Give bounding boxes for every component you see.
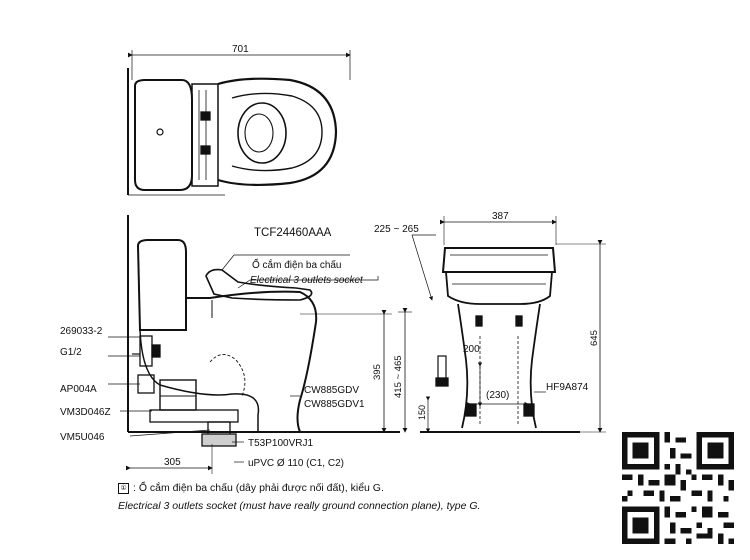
dim-front-width: 387 xyxy=(492,211,509,222)
pipe-label: uPVC Ø 110 (C1, C2) xyxy=(248,458,344,469)
bowl-model-1: CW885GDV xyxy=(304,385,359,396)
bowl-model-2: CW885GDV1 xyxy=(304,399,365,410)
flange-label: T53P100VRJ1 xyxy=(248,438,313,449)
seat-model-label: TCF24460AAA xyxy=(254,227,332,239)
part-g12: G1/2 xyxy=(60,347,82,358)
part-ap004a: AP004A xyxy=(60,384,97,395)
socket-symbol-icon: ① xyxy=(118,482,129,494)
socket-label-vn: Ổ cắm điện ba chấu xyxy=(252,258,342,271)
note-vn: ① : Ổ cắm điện ba chấu (dây phải được nối… xyxy=(118,482,384,494)
part-269033-2: 269033-2 xyxy=(60,326,103,337)
dim-front-height: 645 xyxy=(589,330,600,346)
qr-code-icon xyxy=(622,432,734,544)
note-line-2: Electrical 3 outlets socket (must have r… xyxy=(118,500,481,512)
socket-label-en: Electrical 3 outlets socket xyxy=(250,275,364,286)
dim-base: (230) xyxy=(486,390,509,401)
part-vm3d046z: VM3D046Z xyxy=(60,407,111,418)
dim-inner: 200 xyxy=(463,344,480,355)
top-dim-width: 701 xyxy=(232,44,249,55)
front-view xyxy=(411,216,606,433)
dim-floor: 150 xyxy=(417,405,427,420)
dim-offset: 225 ~ 265 xyxy=(374,224,419,235)
side-view xyxy=(108,215,412,474)
part-vm5u046: VM5U046 xyxy=(60,432,105,443)
dim-rough-in: 305 xyxy=(164,457,181,468)
dim-overall-range: 415 ~ 465 xyxy=(393,355,404,398)
note-line-1: : Ổ cắm điện ba chấu (dây phải được nối … xyxy=(133,482,384,494)
top-view xyxy=(127,50,351,196)
note-en: Electrical 3 outlets socket (must have r… xyxy=(118,500,480,512)
dim-seat-height: 395 xyxy=(372,364,383,380)
hose-label: HF9A874 xyxy=(546,382,589,393)
